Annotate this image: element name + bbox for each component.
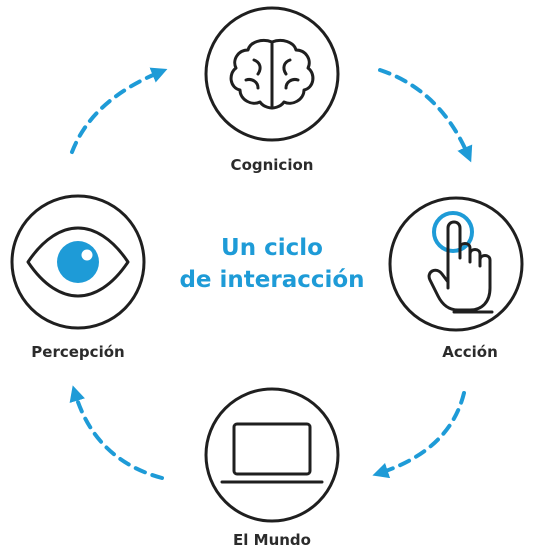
node-cognicion (204, 6, 340, 142)
label-cognicion: Cognicion (230, 156, 314, 174)
eye-icon (26, 226, 130, 298)
label-accion: Acción (442, 343, 498, 361)
hand-pointer-icon (427, 211, 494, 314)
label-percepcion: Percepción (31, 343, 125, 361)
arrow-accion-to-mundo (372, 391, 466, 479)
brain-icon (229, 38, 315, 110)
arrow-percepcion-to-cognicion (70, 67, 168, 154)
node-mundo (204, 387, 340, 523)
center-title-line2: de interacción (179, 267, 365, 293)
laptop-icon (220, 422, 324, 484)
center-title: Un ciclo de interacción (179, 232, 364, 296)
arrow-cognicion-to-accion (378, 68, 473, 163)
node-percepcion (10, 194, 146, 330)
center-title-line1: Un ciclo (221, 235, 323, 261)
arrow-mundo-to-percepcion (69, 385, 164, 480)
label-mundo: El Mundo (233, 531, 311, 549)
node-accion (388, 196, 524, 332)
